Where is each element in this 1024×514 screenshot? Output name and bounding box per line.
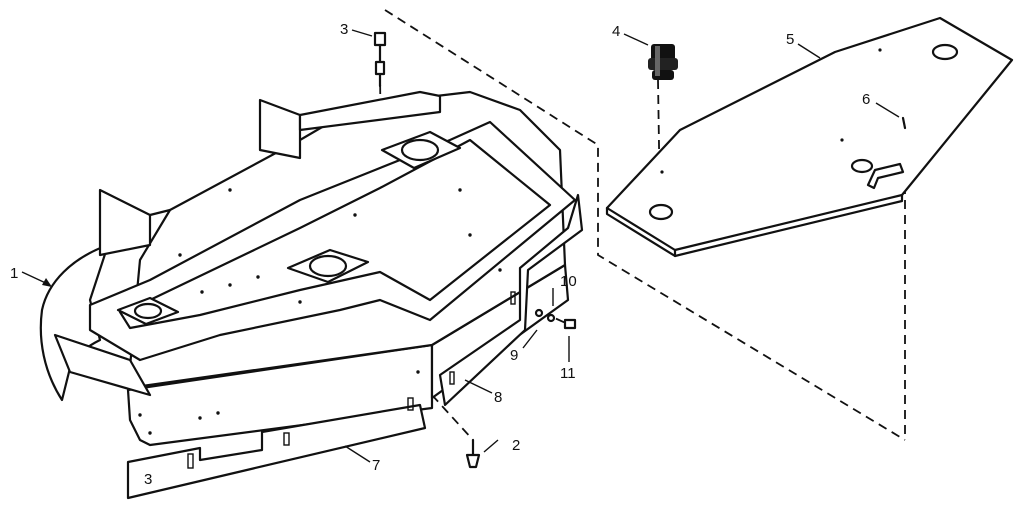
bolt-top (373, 31, 387, 88)
callout-5: 5 (786, 31, 794, 48)
callout-11: 11 (560, 365, 576, 382)
bolt-bottom (465, 438, 481, 469)
callout-2: 2 (512, 437, 520, 454)
side-baffle (438, 193, 584, 407)
deck-housing (39, 90, 577, 447)
leader-lines (21, 29, 900, 463)
svg-text:3: 3 (144, 471, 152, 488)
callout-7: 7 (372, 457, 380, 474)
callout-10: 10 (560, 273, 577, 290)
pin (901, 116, 907, 130)
callout-3: 3 (340, 21, 348, 38)
hardware-set (534, 308, 577, 330)
mounting-plate (605, 16, 1014, 258)
callout-8: 8 (494, 389, 502, 406)
callout-1: 1 (10, 265, 18, 282)
callout-4: 4 (612, 23, 620, 40)
front-baffle: 3 (126, 397, 427, 500)
bushing (648, 44, 678, 80)
callout-6: 6 (862, 91, 870, 108)
callout-9: 9 (510, 347, 518, 364)
callout-labels: 1 2 3 4 5 6 7 8 9 10 11 (10, 21, 870, 474)
